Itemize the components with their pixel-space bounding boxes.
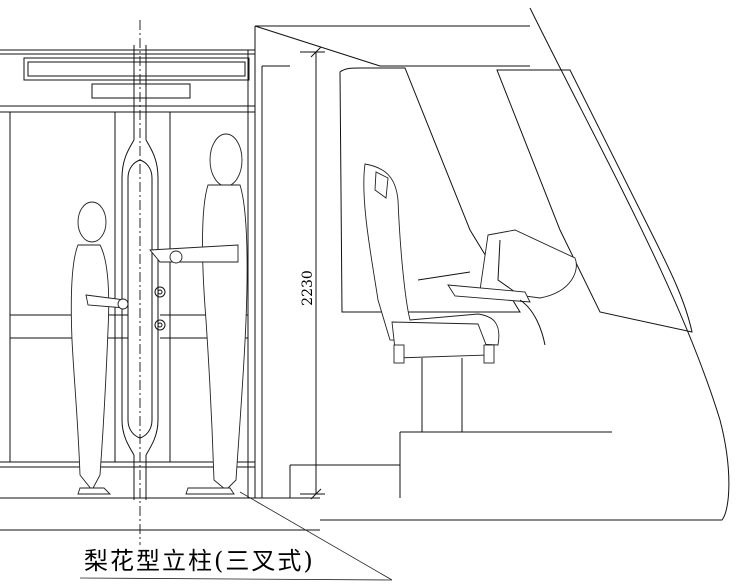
caption-underline — [79, 577, 393, 581]
roof-structure — [0, 49, 255, 113]
driver-console — [417, 229, 577, 346]
pole-caption: 梨花型立柱(三叉式) — [84, 547, 315, 575]
height-dimension-line: 2230 — [300, 46, 325, 500]
door-panels — [0, 111, 320, 531]
driver-seat — [363, 163, 500, 432]
pear-flower-pole — [121, 20, 166, 545]
caption-leader-line — [239, 491, 393, 581]
left-passenger-figure — [70, 201, 129, 495]
right-passenger-figure — [149, 133, 248, 495]
height-dimension-value: 2230 — [300, 270, 316, 306]
cab-partition — [247, 25, 612, 498]
